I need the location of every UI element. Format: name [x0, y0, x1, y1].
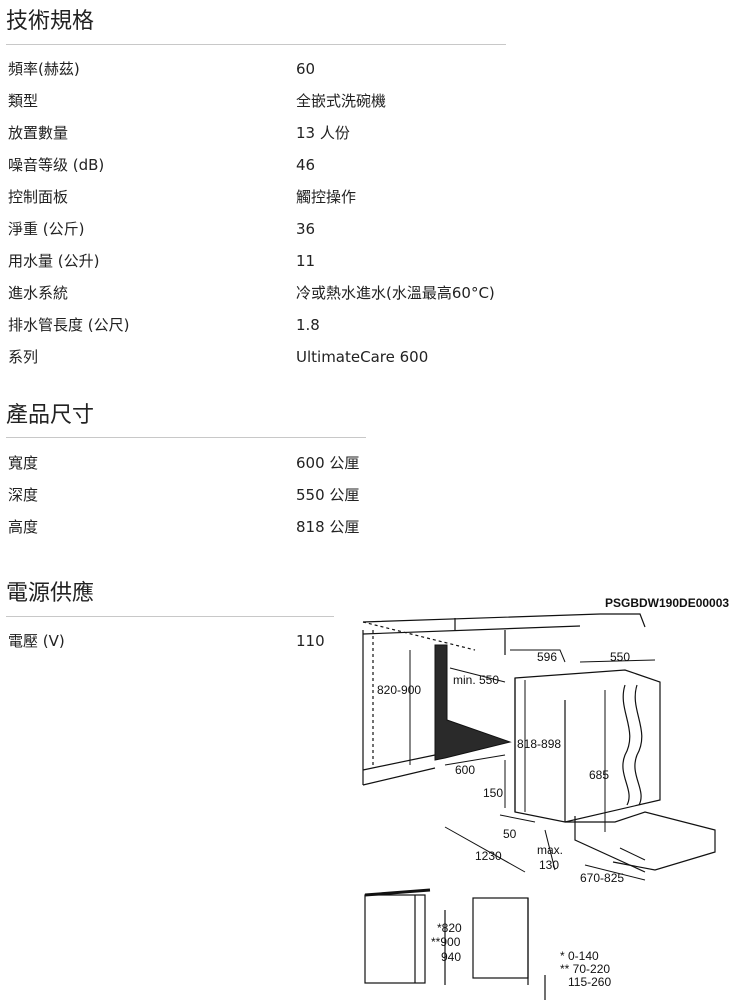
label-min-depth: min. 550 — [453, 673, 499, 687]
spec-label: 排水管長度 (公尺) — [8, 316, 130, 334]
label-width: 596 — [537, 650, 557, 664]
label-adj-c: 115-260 — [568, 975, 611, 989]
built-in-panel — [434, 644, 512, 761]
label-door-gap: 600 — [455, 763, 475, 777]
spec-label: 高度 — [8, 518, 39, 536]
label-inner-height: 685 — [589, 768, 609, 782]
side-view-sketch — [364, 888, 546, 1000]
spec-label: 進水系統 — [8, 284, 69, 302]
spec-value: 110 — [296, 632, 325, 650]
spec-label: 深度 — [8, 486, 39, 504]
label-adj-a: * 0-140 — [560, 949, 599, 963]
spec-value: 13 人份 — [296, 124, 350, 142]
power-title: 電源供應 — [6, 581, 95, 606]
spec-label: 類型 — [8, 92, 39, 110]
spec-value: 冷或熱水進水(水溫最高60°C) — [296, 284, 495, 302]
spec-value: 全嵌式洗碗機 — [296, 92, 387, 110]
spec-label: 寬度 — [8, 454, 39, 472]
spec-value: 觸控操作 — [296, 188, 357, 206]
label-door-swing: 1230 — [475, 849, 502, 863]
spec-value: 550 公厘 — [296, 486, 360, 504]
label-max-value: 130 — [539, 858, 559, 872]
spec-label: 用水量 (公升) — [8, 252, 100, 270]
cabinet-outline — [362, 613, 646, 786]
spec-label: 頻率(赫茲) — [8, 60, 80, 78]
tech-specs-divider — [6, 44, 506, 45]
dimension-lines — [409, 649, 656, 881]
label-depth: 550 — [610, 650, 630, 664]
spec-label: 電壓 (V) — [8, 632, 65, 650]
spec-label: 系列 — [8, 348, 39, 366]
spec-value: 11 — [296, 252, 316, 270]
diagram-code: PSGBDW190DE00003 — [605, 596, 729, 610]
label-plinth-depth: 150 — [483, 786, 503, 800]
label-side-b: **900 — [431, 935, 461, 949]
power-divider — [6, 616, 334, 617]
label-side-a: *820 — [437, 921, 462, 935]
spec-value: 600 公厘 — [296, 454, 360, 472]
tech-specs-title: 技術規格 — [6, 9, 95, 34]
installation-diagram: PSGBDW190DE00003 820 — [362, 596, 729, 1000]
spec-label: 放置數量 — [8, 124, 69, 142]
label-plinth-gap: 50 — [503, 827, 517, 841]
spec-label: 噪音等级 (dB) — [8, 156, 105, 174]
spec-label: 控制面板 — [8, 188, 69, 206]
dimensions-title: 產品尺寸 — [6, 403, 95, 428]
spec-value: 818 公厘 — [296, 518, 360, 536]
spec-value: UltimateCare 600 — [296, 348, 429, 366]
label-side-c: 940 — [441, 950, 461, 964]
spec-value: 1.8 — [296, 316, 320, 334]
dimensions-divider — [6, 437, 366, 438]
spec-value: 36 — [296, 220, 316, 238]
label-height: 818-898 — [517, 737, 561, 751]
spec-label: 淨重 (公斤) — [8, 220, 85, 238]
spec-value: 46 — [296, 156, 316, 174]
dishwasher-body — [514, 669, 716, 873]
label-adj-b: ** 70-220 — [560, 962, 610, 976]
label-niche-height: 820-900 — [377, 683, 421, 697]
label-max: max. — [537, 843, 563, 857]
label-plinth-range: 670-825 — [580, 871, 624, 885]
spec-value: 60 — [296, 60, 316, 78]
